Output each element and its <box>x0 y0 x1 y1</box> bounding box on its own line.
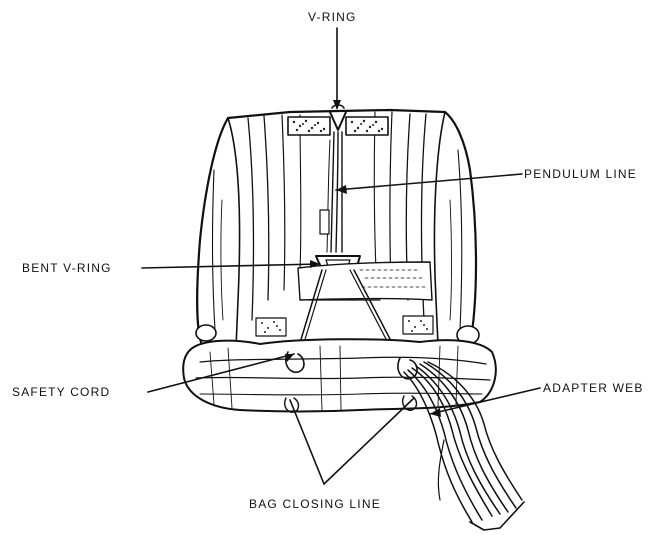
label-pendulum-line: PENDULUM LINE <box>524 167 637 181</box>
label-safety-cord: SAFETY CORD <box>12 385 110 399</box>
label-bent-v-ring: BENT V-RING <box>22 261 112 275</box>
tie-patch-right <box>403 316 433 334</box>
tie-patch-left <box>256 318 286 336</box>
top-band-left <box>288 117 330 135</box>
left-end-roll <box>196 325 216 341</box>
label-adapter-web: ADAPTER WEB <box>543 381 644 395</box>
label-v-ring: V-RING <box>308 10 357 24</box>
label-bag-closing-line: BAG CLOSING LINE <box>249 497 381 511</box>
top-band-right <box>346 117 388 135</box>
leader-bag-closing-left <box>290 400 324 484</box>
adapter-web-end <box>470 502 524 530</box>
line-tag <box>320 210 329 234</box>
